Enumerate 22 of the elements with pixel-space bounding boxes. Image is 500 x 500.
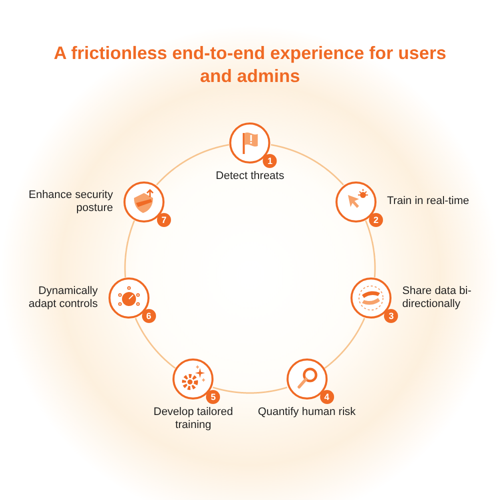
ring-connector bbox=[124, 220, 136, 278]
step-label: Train in real-time bbox=[387, 195, 470, 208]
step-label: Detect threats bbox=[216, 170, 284, 183]
ring-connector bbox=[364, 220, 376, 278]
step-number-badge: 1 bbox=[263, 154, 277, 168]
step-label: Develop tailored training bbox=[152, 406, 234, 432]
step-label: Dynamically adapt controls bbox=[28, 285, 98, 312]
ring-connector bbox=[324, 318, 366, 369]
ring-connector bbox=[156, 144, 230, 186]
step-number-badge: 3 bbox=[384, 309, 398, 324]
step-label: Share data bi-directionally bbox=[402, 285, 472, 312]
step-label: Quantify human risk bbox=[258, 406, 356, 420]
step-number-badge: 6 bbox=[142, 309, 156, 324]
step-number-badge: 7 bbox=[157, 212, 171, 227]
step-number-badge: 2 bbox=[369, 212, 383, 227]
ring-connector bbox=[212, 386, 288, 394]
ring-connector bbox=[270, 144, 344, 186]
ring-connector bbox=[134, 318, 176, 369]
step-number-badge: 4 bbox=[320, 390, 334, 404]
title: A frictionless end-to-end experience for users and admins bbox=[52, 42, 448, 88]
step-number-badge: 5 bbox=[206, 390, 220, 404]
step-label: Enhance security posture bbox=[28, 188, 113, 215]
